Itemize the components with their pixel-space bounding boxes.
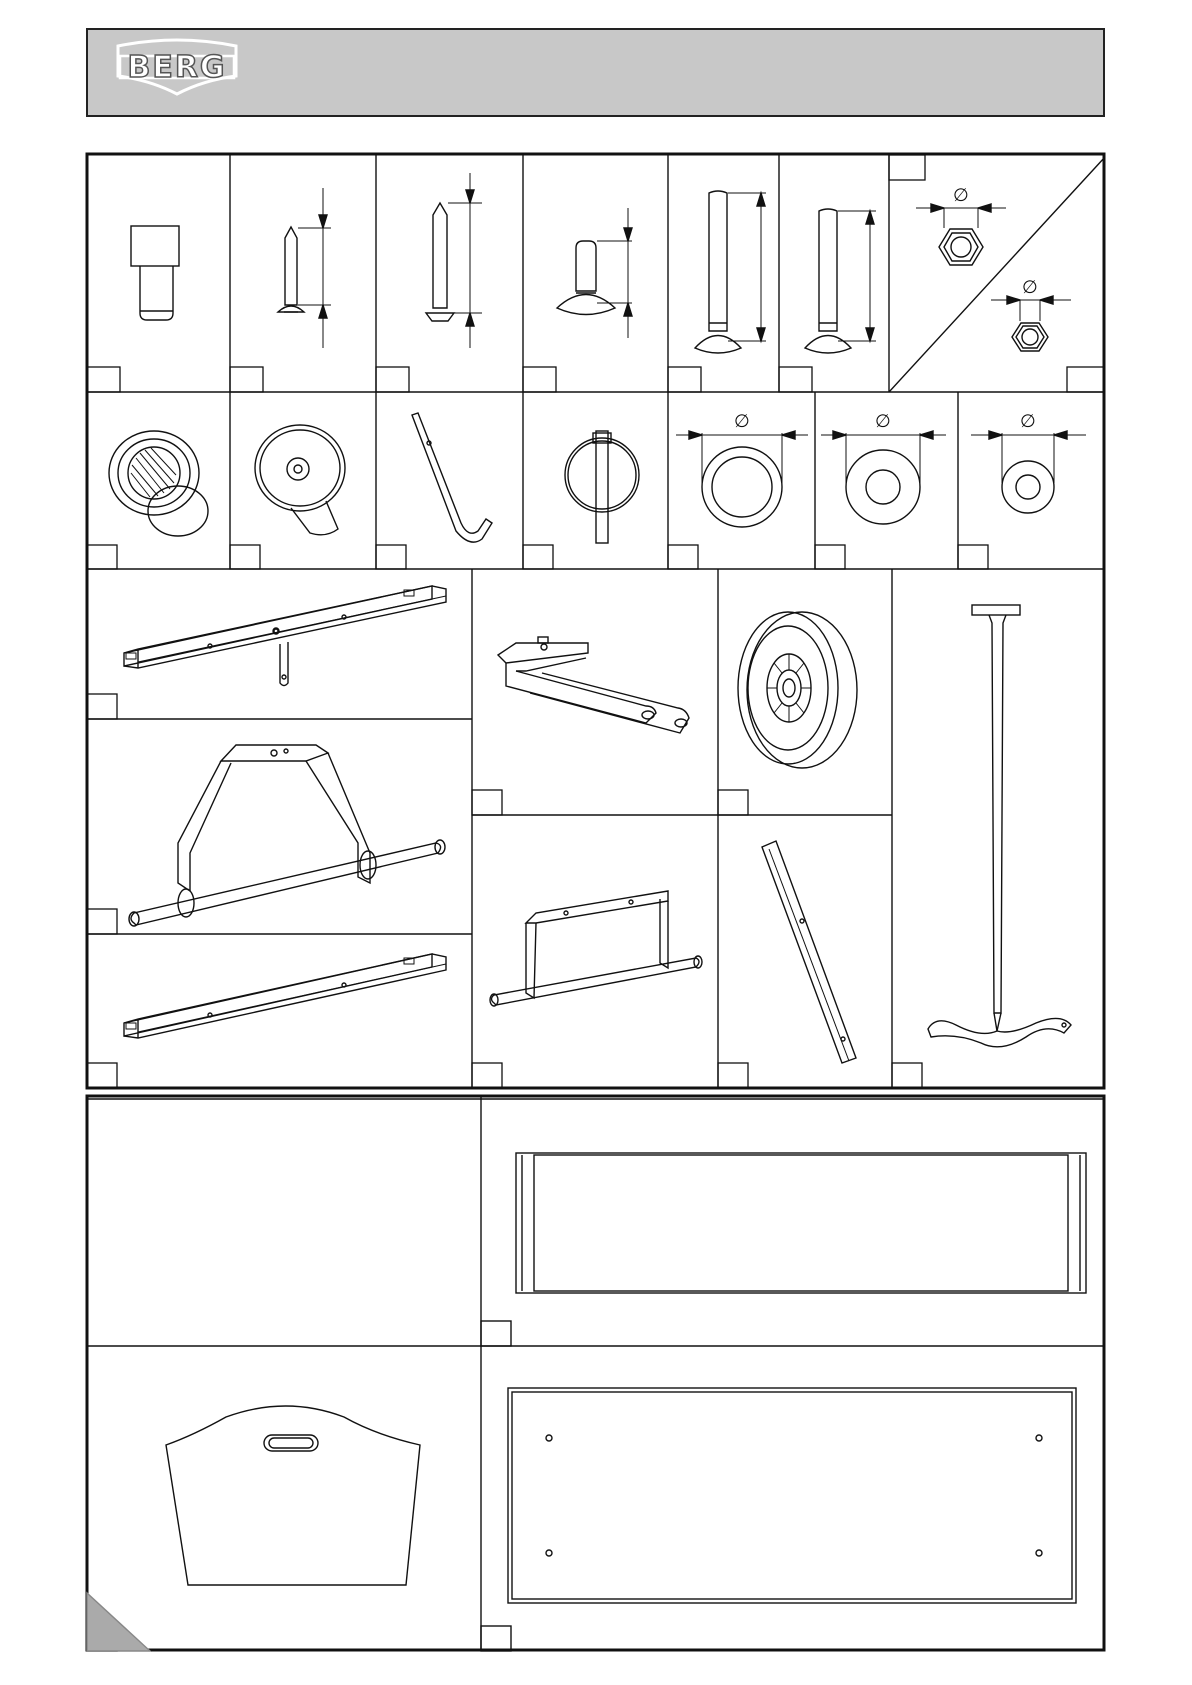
washer-icon: ∅ xyxy=(676,411,808,527)
hex-nut-icon: ∅ ∅ xyxy=(916,185,1071,351)
boards-frame xyxy=(87,1096,1104,1650)
part-label-box xyxy=(87,545,117,569)
rear-axle-icon xyxy=(490,891,702,1006)
diameter-symbol: ∅ xyxy=(1022,277,1038,298)
part-label-box xyxy=(87,367,120,392)
part-label-box xyxy=(472,790,502,815)
page-header: BERG xyxy=(86,28,1105,117)
diameter-symbol: ∅ xyxy=(734,411,750,432)
part-label-box xyxy=(481,1321,511,1346)
short-bolt-icon xyxy=(278,188,331,348)
part-label-box xyxy=(815,545,845,569)
part-label-box xyxy=(376,367,409,392)
boards-overview xyxy=(86,1095,1105,1651)
part-label-box xyxy=(523,367,556,392)
part-label-box xyxy=(1067,367,1104,392)
end-board-icon xyxy=(87,1406,420,1651)
beam-with-pin-icon xyxy=(124,586,446,686)
logo-text: BERG xyxy=(114,40,240,96)
part-label-box xyxy=(668,545,698,569)
part-label-box xyxy=(958,545,988,569)
parts-overview: ∅ ∅ xyxy=(86,153,1105,1089)
hub-cap-icon xyxy=(109,431,208,536)
corner-fold-marker xyxy=(87,1593,150,1651)
washer-icon: ∅ xyxy=(821,411,946,524)
axle-cap-icon xyxy=(255,425,345,535)
bottom-board-icon xyxy=(508,1388,1076,1603)
carriage-bolt-icon xyxy=(805,209,876,353)
part-label-box xyxy=(718,1063,748,1088)
diameter-symbol: ∅ xyxy=(953,185,969,206)
part-label-box xyxy=(472,1063,502,1088)
berg-logo: BERG xyxy=(114,40,240,96)
diameter-symbol: ∅ xyxy=(875,411,891,432)
carriage-bolt-icon xyxy=(557,208,632,338)
lynch-pin-icon xyxy=(565,431,639,543)
strut-icon xyxy=(762,841,856,1063)
parts-frame xyxy=(87,154,1104,1088)
part-label-box xyxy=(87,909,117,934)
beam-icon xyxy=(124,954,446,1038)
part-label-box xyxy=(376,545,406,569)
part-label-box xyxy=(230,545,260,569)
part-label-box xyxy=(87,694,117,719)
part-label-box xyxy=(230,367,263,392)
axle-frame-icon xyxy=(129,745,445,926)
diameter-symbol: ∅ xyxy=(1020,411,1036,432)
part-label-box xyxy=(523,545,553,569)
wheel-icon xyxy=(738,612,857,768)
part-label-box xyxy=(668,367,701,392)
part-label-box xyxy=(779,367,812,392)
tow-bar-icon xyxy=(928,605,1071,1047)
allen-key-icon xyxy=(412,413,492,542)
side-board-icon xyxy=(516,1153,1086,1293)
cap-nut-icon xyxy=(131,226,179,320)
part-label-box xyxy=(892,1063,922,1088)
fork-icon xyxy=(498,637,689,733)
countersunk-bolt-icon xyxy=(426,173,482,348)
part-label-box xyxy=(481,1626,511,1651)
part-label-box xyxy=(718,790,748,815)
washer-icon: ∅ xyxy=(971,411,1086,513)
part-label-box xyxy=(87,1063,117,1088)
part-label-box xyxy=(889,155,925,180)
carriage-bolt-icon xyxy=(695,191,766,353)
